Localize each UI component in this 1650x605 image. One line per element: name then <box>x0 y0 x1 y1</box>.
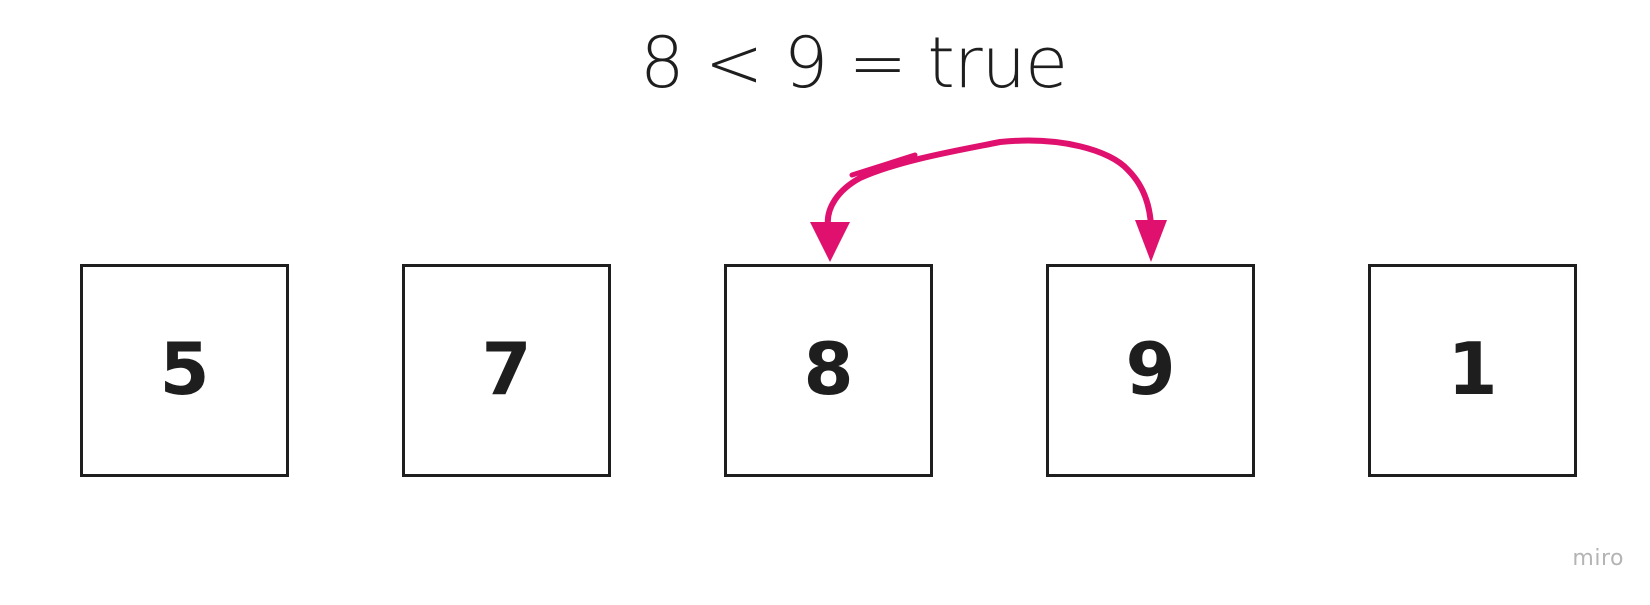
array-cell-value: 5 <box>159 326 210 411</box>
array-cell-compared-right: 9 <box>1046 264 1255 477</box>
right-arrowhead-icon <box>1135 220 1167 262</box>
swap-arrow-arc <box>824 137 1154 229</box>
array-cell-value: 7 <box>481 326 532 411</box>
array-cell: 5 <box>80 264 289 477</box>
miro-watermark: miro <box>1572 546 1624 571</box>
array-cell-compared-left: 8 <box>724 264 933 477</box>
swap-arrow-tail <box>849 152 918 178</box>
array-cell: 1 <box>1368 264 1577 477</box>
left-arrowhead-icon <box>810 222 850 262</box>
array-cell-value: 8 <box>803 326 854 411</box>
array-cell: 7 <box>402 264 611 477</box>
comparison-label: 8 < 9 = true <box>640 22 1068 104</box>
array-cell-value: 1 <box>1447 326 1498 411</box>
array-cell-value: 9 <box>1125 326 1176 411</box>
